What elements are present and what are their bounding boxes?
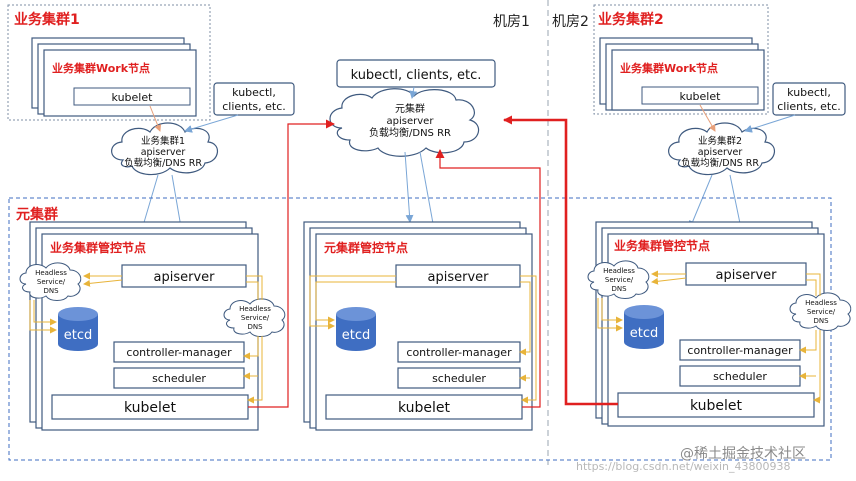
- panel-c-kubelet-label: kubelet: [690, 398, 743, 414]
- work-node-label: 业务集群Work节点: [52, 61, 150, 75]
- business-cluster-1-cloud: [111, 122, 218, 176]
- cloud-1-line1: 业务集群1: [141, 135, 185, 147]
- panel-c-yellow-links: [597, 270, 821, 404]
- arrow-clients1-to-cloud1: [184, 114, 239, 133]
- panel-a-headless-a-line1: Headless: [35, 269, 67, 277]
- panel-a-title: 业务集群管控节点: [50, 240, 146, 255]
- panel-c-kubelet-box: [617, 392, 815, 418]
- panel-a-controller-manager-box: [113, 341, 245, 363]
- panel-a-scheduler-label: scheduler: [152, 372, 206, 385]
- panel-c-headless-cloud-a: [587, 260, 650, 299]
- room2-label: 机房2: [552, 14, 589, 30]
- cloud-2-line3: 负载均衡/DNS RR: [681, 157, 759, 169]
- clients-box-1: [213, 82, 295, 116]
- business-cluster-2-title: 业务集群2: [598, 11, 664, 28]
- panel-a-headless-a-line2: Service/: [37, 278, 66, 286]
- panel-a-headless-cloud-a: [19, 262, 82, 301]
- arrow-work-kubelet-to-cloud1: [149, 105, 162, 132]
- panel-b-controller-manager-label: controller-manager: [406, 346, 512, 359]
- panel-a-headless-cloud-b: [223, 298, 286, 337]
- cloud-1-line2: apiserver: [141, 147, 186, 158]
- red-route-panel-b-kubelet-to-meta-cloud: [435, 149, 541, 408]
- panel-a-apiserver-label: apiserver: [154, 270, 216, 285]
- work-kubelet-box: [73, 87, 191, 106]
- panel-b-yellow-links: [309, 275, 537, 404]
- meta-clients-box: [336, 59, 496, 88]
- panel-c-headless-b-line2: Service/: [807, 308, 836, 316]
- panel-b-kubelet-label: kubelet: [398, 400, 451, 416]
- meta-cloud-line3: 负载均衡/DNS RR: [369, 126, 451, 139]
- panel-b-scheduler-label: scheduler: [432, 372, 486, 385]
- panel-a-controller-manager-label: controller-manager: [126, 346, 232, 359]
- work-kubelet-2-box: [641, 86, 759, 105]
- arrow-cloud2-to-panel-c: [688, 174, 713, 229]
- panel-a-headless-a-line3: DNS: [43, 287, 59, 295]
- panel-a-headless-b-line2: Service/: [241, 314, 270, 322]
- arrow-meta-clients-to-cloud: [409, 86, 418, 99]
- work-kubelet-label: kubelet: [112, 91, 154, 104]
- panel-c-apiserver-label: apiserver: [716, 268, 778, 283]
- cloud-1-line3: 负载均衡/DNS RR: [124, 157, 202, 169]
- work-node-card: [43, 49, 197, 117]
- meta-cluster-title: 元集群: [16, 206, 58, 223]
- panel-c-title: 业务集群管控节点: [614, 238, 710, 253]
- panel-c-etcd-icon: [624, 305, 664, 349]
- panel-a-yellow-links: [29, 272, 263, 404]
- clients-box-2-line2: clients, etc.: [777, 100, 841, 113]
- business-cluster-2-outline: [593, 4, 769, 115]
- clients-box-1-line2: clients, etc.: [222, 100, 286, 113]
- arrow-clients2-to-cloud2: [744, 114, 796, 133]
- clients-box-1-line1: kubectl,: [232, 86, 276, 99]
- panel-b-etcd-icon: [336, 307, 376, 351]
- panel-b-etcd-label: etcd: [342, 328, 371, 343]
- red-route-panel-c-kubelet-to-meta-cloud: [503, 115, 618, 406]
- clients-box-2-line1: kubectl,: [787, 86, 831, 99]
- cloud-2-line2: apiserver: [698, 147, 743, 158]
- business-cluster-2-cloud: [668, 122, 775, 176]
- panel-c-headless-b-line1: Headless: [805, 299, 837, 307]
- cloud-2-line1: 业务集群2: [698, 135, 742, 147]
- meta-clients-label: kubectl, clients, etc.: [351, 68, 482, 83]
- panel-a-headless-b-line3: DNS: [247, 323, 263, 331]
- panel-c-headless-cloud-b: [789, 292, 852, 331]
- panel-c-headless-a-line3: DNS: [611, 285, 627, 293]
- meta-cloud: [329, 88, 480, 157]
- panel-b-kubelet-box: [325, 394, 523, 420]
- meta-cloud-line2: apiserver: [387, 116, 435, 127]
- room1-label: 机房1: [493, 14, 530, 30]
- meta-cloud-line1: 元集群: [395, 102, 425, 115]
- panel-a-etcd-label: etcd: [64, 328, 93, 343]
- arrow-work-kubelet2-to-cloud2: [699, 104, 716, 132]
- panel-a-headless-b-line1: Headless: [239, 305, 271, 313]
- panel-c-controller-manager-label: controller-manager: [687, 344, 793, 357]
- panel-b-title: 元集群管控节点: [324, 240, 408, 255]
- panel-c-scheduler-label: scheduler: [713, 370, 767, 383]
- clients-box-2: [772, 82, 846, 116]
- red-route-panel-a-kubelet-to-meta-cloud: [248, 119, 335, 408]
- panel-c-headless-b-line3: DNS: [813, 317, 829, 325]
- business-cluster-1-title: 业务集群1: [14, 11, 80, 28]
- panel-c-etcd-label: etcd: [630, 326, 659, 341]
- work-kubelet-2-label: kubelet: [680, 90, 722, 103]
- panel-c-headless-a-line2: Service/: [605, 276, 634, 284]
- panel-a-etcd-icon: [58, 307, 98, 351]
- watermark-brand: @稀土掘金技术社区: [680, 446, 806, 462]
- panel-b-apiserver-label: apiserver: [428, 270, 490, 285]
- panel-a-kubelet-label: kubelet: [124, 400, 177, 416]
- watermark-url: https://blog.csdn.net/weixin_43800938: [576, 460, 791, 473]
- work-node-2-label: 业务集群Work节点: [620, 61, 718, 75]
- arrow-meta-cloud-to-panel: [404, 151, 414, 223]
- business-cluster-1-outline: [7, 4, 211, 121]
- panel-c-headless-a-line1: Headless: [603, 267, 635, 275]
